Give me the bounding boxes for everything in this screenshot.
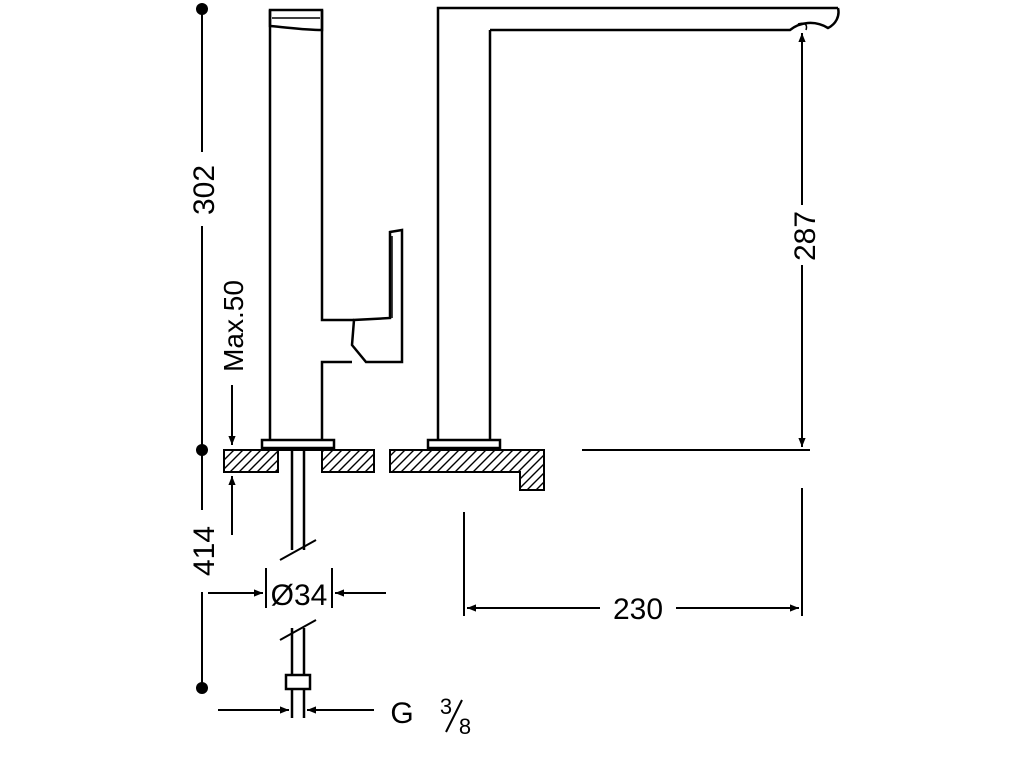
spout-outline [490, 7, 840, 32]
column-outline [436, 6, 838, 444]
base-plate-right [426, 438, 502, 450]
dim-thread-numerator: 3 [440, 694, 452, 719]
faucet-body-outline [268, 10, 354, 444]
countertop-right [389, 449, 810, 491]
lever-handle [350, 228, 404, 364]
dim-spout-height: 287 [789, 211, 822, 261]
dimension-lines [201, 10, 806, 714]
dimension-dots [196, 3, 208, 694]
hose-fitting [284, 673, 312, 691]
dim-thread-prefix: G [390, 697, 413, 730]
dim-thread-denominator: 8 [459, 714, 471, 739]
front-view [426, 6, 840, 450]
base-plate-left [260, 438, 336, 450]
side-view [260, 8, 404, 450]
dim-below-counter: 414 [188, 526, 221, 576]
dim-total-height: 302 [188, 165, 221, 215]
faucet-top-cap [268, 8, 324, 32]
dim-thread-fraction-bar [445, 699, 463, 733]
supply-hose [279, 448, 317, 718]
dim-hole-diameter: Ø34 [271, 579, 328, 612]
countertop-left [223, 449, 375, 473]
dim-spout-reach: 230 [613, 593, 663, 626]
dim-max-thickness: Max.50 [218, 280, 249, 372]
